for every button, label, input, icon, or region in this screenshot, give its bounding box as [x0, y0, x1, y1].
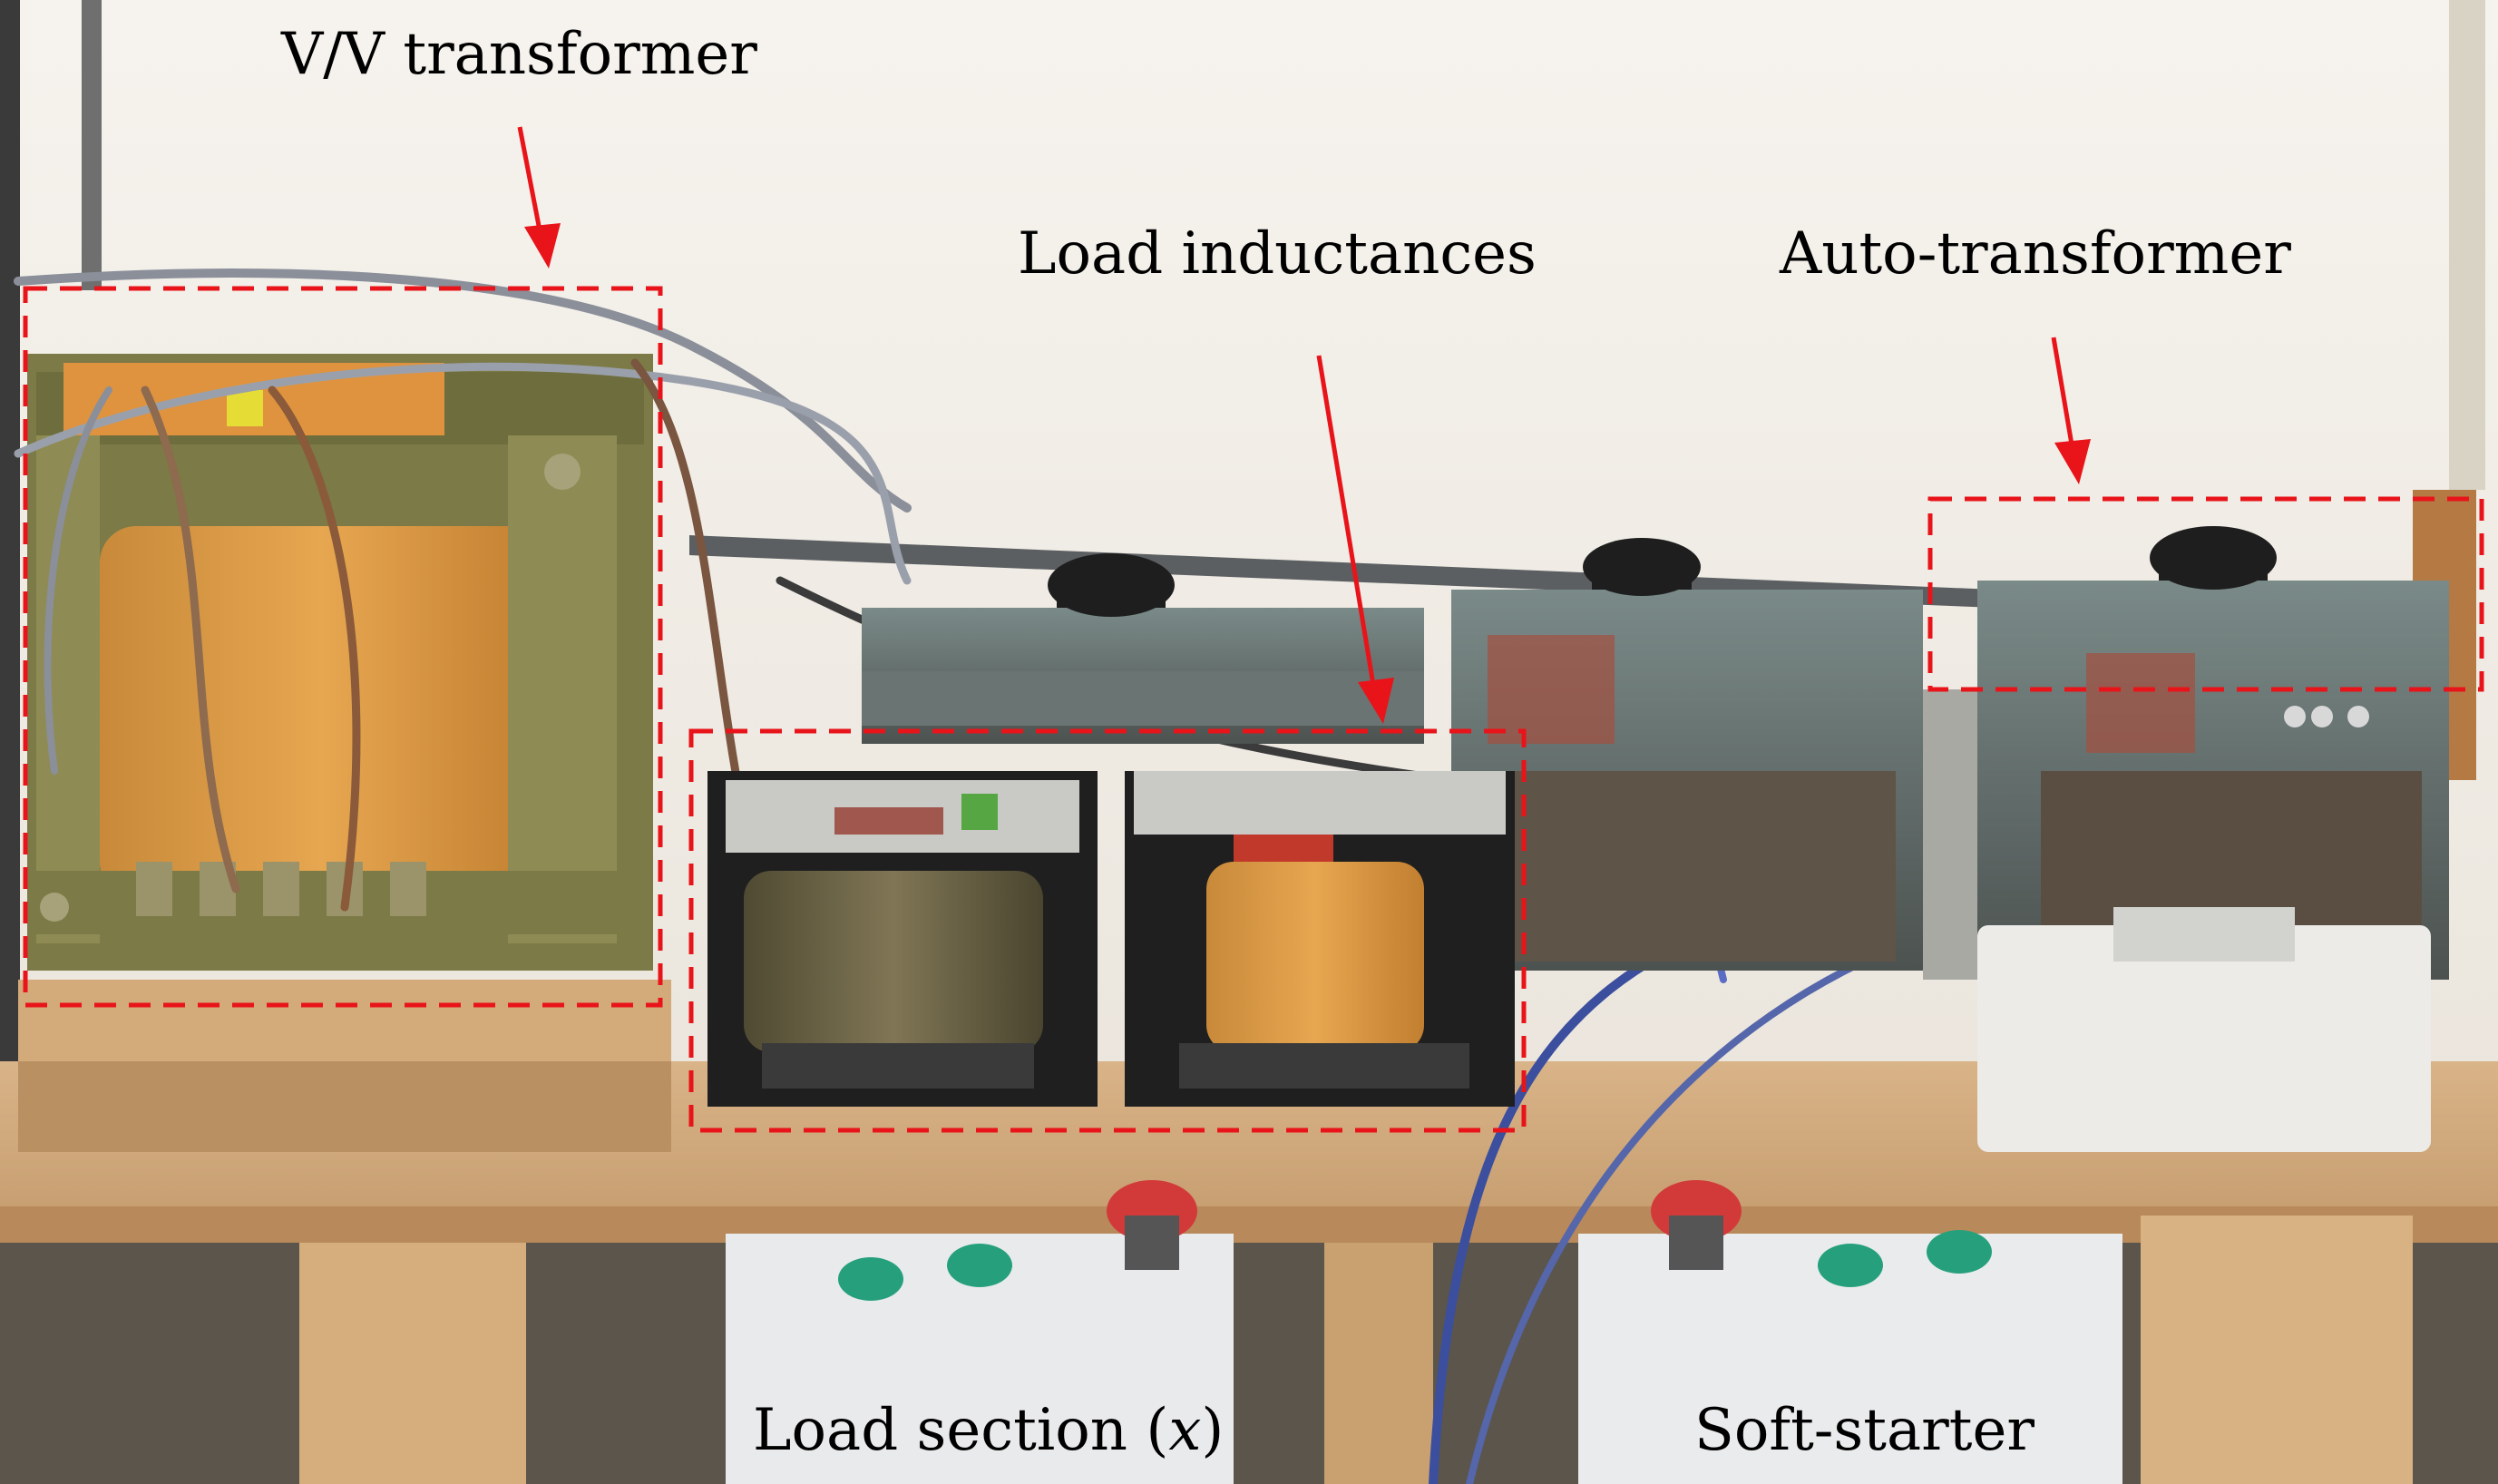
pallet-top	[18, 980, 671, 1061]
soft-starter-box	[1977, 907, 2431, 1152]
label-vv-transformer: V/V transformer	[281, 21, 757, 88]
load-inductance-1	[707, 771, 1098, 1107]
label-load-section-prefix: Load section (	[753, 1397, 1169, 1464]
load-section-control-box	[726, 1180, 1234, 1484]
pallet-slat	[18, 1061, 671, 1152]
metal-rod	[82, 0, 102, 290]
soft-starter-control-box	[1578, 1180, 2122, 1484]
vv-transformer-highlight-box	[23, 286, 663, 1008]
vv-transformer-unit	[27, 354, 653, 971]
wood-block-middle	[1324, 1243, 1433, 1484]
label-load-section-suffix: )	[1201, 1397, 1225, 1464]
auto-transformer-arrow	[2051, 337, 2091, 484]
right-wall-stand	[2449, 0, 2485, 490]
auto-transformer-1	[862, 553, 1424, 744]
load-inductances-arrow	[1316, 355, 1394, 724]
label-load-inductances: Load inductances	[1018, 220, 1537, 288]
wood-block-right	[2141, 1216, 2413, 1484]
shelf-front-edge	[0, 1206, 2498, 1243]
load-inductances-highlight-box	[688, 728, 1527, 1133]
auto-transformer-2	[1451, 538, 2023, 980]
vv-transformer-arrow	[517, 126, 561, 268]
label-auto-transformer: Auto-transformer	[1780, 220, 2291, 288]
label-soft-starter: Soft-starter	[1694, 1397, 2035, 1464]
auto-transformer-highlight-box	[1927, 496, 2484, 692]
load-inductance-2	[1125, 771, 1515, 1107]
wood-block-left	[299, 1243, 526, 1484]
label-load-section: Load section (x)	[753, 1401, 1224, 1460]
label-load-section-variable: x	[1168, 1397, 1202, 1464]
